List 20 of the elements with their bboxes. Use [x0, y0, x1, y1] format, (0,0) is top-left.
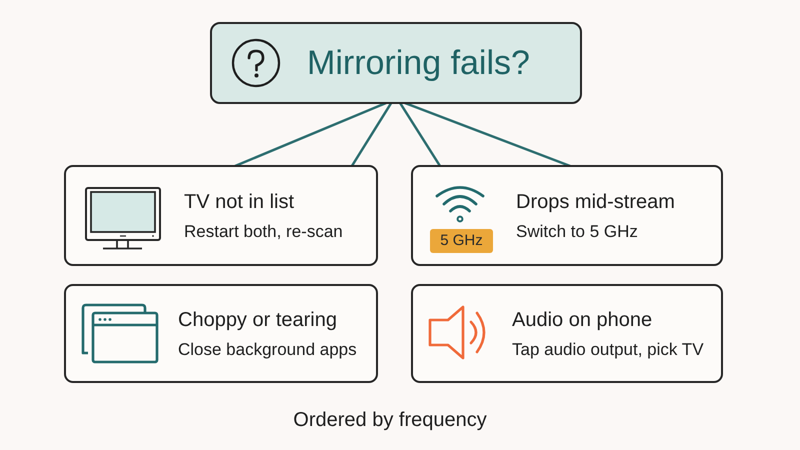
fix-text: Switch to 5 GHz	[516, 220, 638, 242]
connector-line	[398, 102, 442, 168]
fix-text: Close background apps	[178, 338, 357, 360]
connector-line	[234, 102, 388, 168]
issue-heading: Drops mid-stream	[516, 190, 675, 214]
tip-card	[411, 165, 723, 266]
issue-heading: TV not in list	[184, 190, 294, 214]
tip-card	[64, 165, 378, 266]
issue-heading: Audio on phone	[512, 308, 652, 332]
fix-text: Tap audio output, pick TV	[512, 338, 704, 360]
question-box	[210, 22, 582, 104]
question-title: Mirroring fails?	[307, 43, 530, 83]
tip-card	[64, 284, 378, 383]
connector-line	[404, 102, 572, 168]
fix-text: Restart both, re-scan	[184, 220, 343, 242]
issue-heading: Choppy or tearing	[178, 308, 337, 332]
caption-text: Ordered by frequency	[293, 409, 487, 431]
connector-line	[350, 102, 392, 168]
band-tag: 5 GHz	[430, 229, 493, 253]
tip-card	[411, 284, 723, 383]
